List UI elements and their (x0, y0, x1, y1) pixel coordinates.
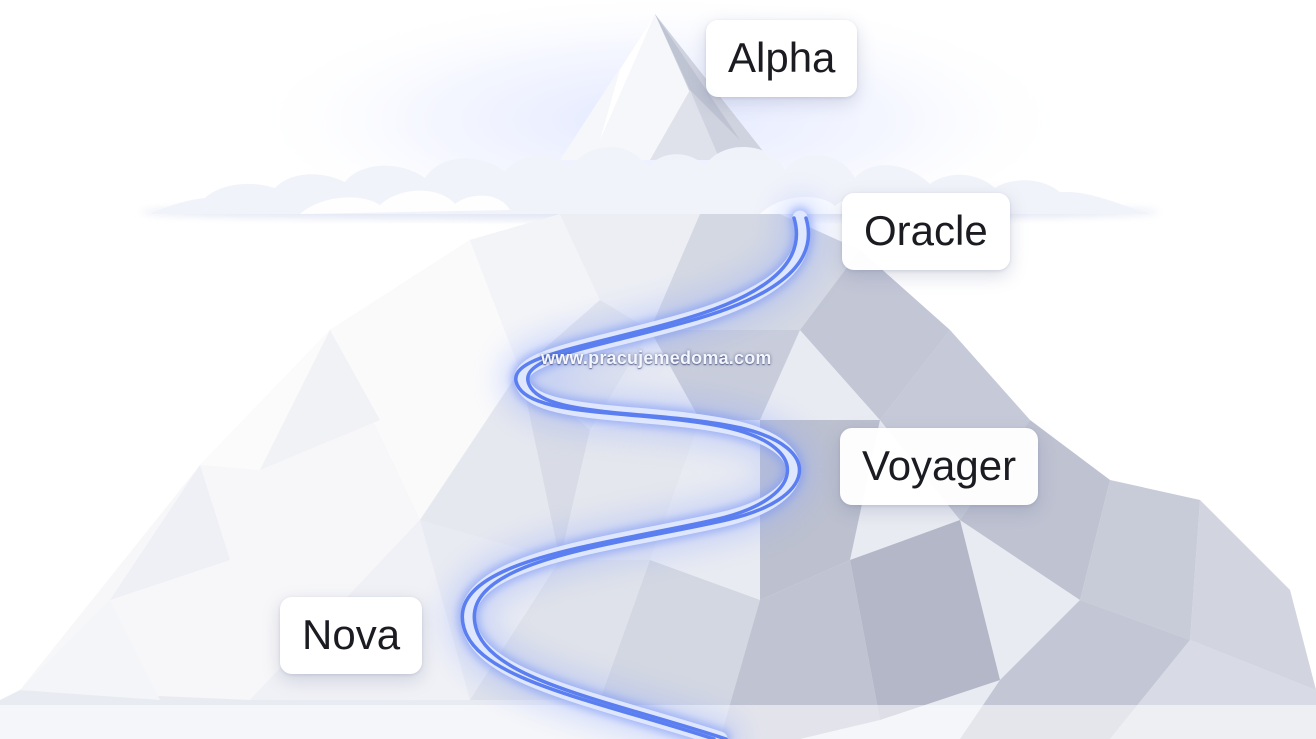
stage-label-alpha: Alpha (706, 20, 858, 97)
mountain-body (0, 214, 1316, 739)
stage-label-nova: Nova (280, 597, 423, 674)
stage-label-voyager: Voyager (840, 428, 1039, 505)
stage-label-oracle: Oracle (842, 193, 1010, 270)
watermark-text: www.pracujemedoma.com (541, 348, 772, 368)
summit (560, 14, 770, 160)
winding-path (445, 195, 826, 739)
